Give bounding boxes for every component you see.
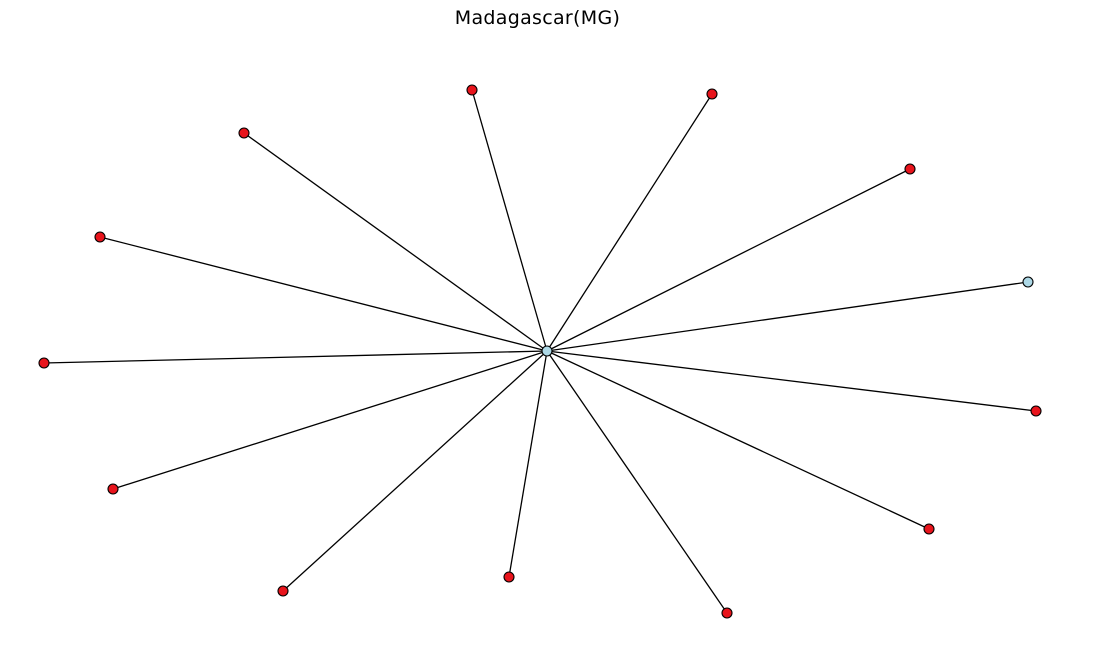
edge-mg-n11 [282, 350, 548, 592]
edge-mg-n2 [546, 93, 713, 352]
edge-mg-n4 [243, 132, 548, 352]
node-n2 [706, 88, 718, 100]
node-n12 [503, 571, 515, 583]
node-n4 [238, 127, 250, 139]
node-n11 [277, 585, 289, 597]
node-n10 [923, 523, 935, 535]
node-n7 [38, 357, 50, 369]
edge-mg-n12 [508, 350, 548, 578]
edge-mg-n1 [471, 89, 548, 352]
edge-mg-n9 [112, 350, 548, 490]
node-n3 [904, 163, 916, 175]
node-layer [38, 84, 1042, 619]
edge-mg-n13 [546, 350, 728, 614]
node-n9 [107, 483, 119, 495]
edge-mg-n3 [546, 168, 911, 352]
edge-layer [43, 89, 1037, 614]
edge-mg-n6 [99, 236, 548, 352]
graph-title: Madagascar(MG) [454, 7, 621, 29]
edge-mg-n10 [546, 350, 930, 530]
edge-mg-n7 [43, 350, 548, 364]
node-n6 [94, 231, 106, 243]
node-n1 [466, 84, 478, 96]
edge-mg-n8 [546, 350, 1037, 412]
node-n5 [1022, 276, 1034, 288]
node-n8 [1030, 405, 1042, 417]
node-hub-mg [541, 345, 553, 357]
edge-mg-n5 [546, 281, 1029, 352]
node-n13 [721, 607, 733, 619]
